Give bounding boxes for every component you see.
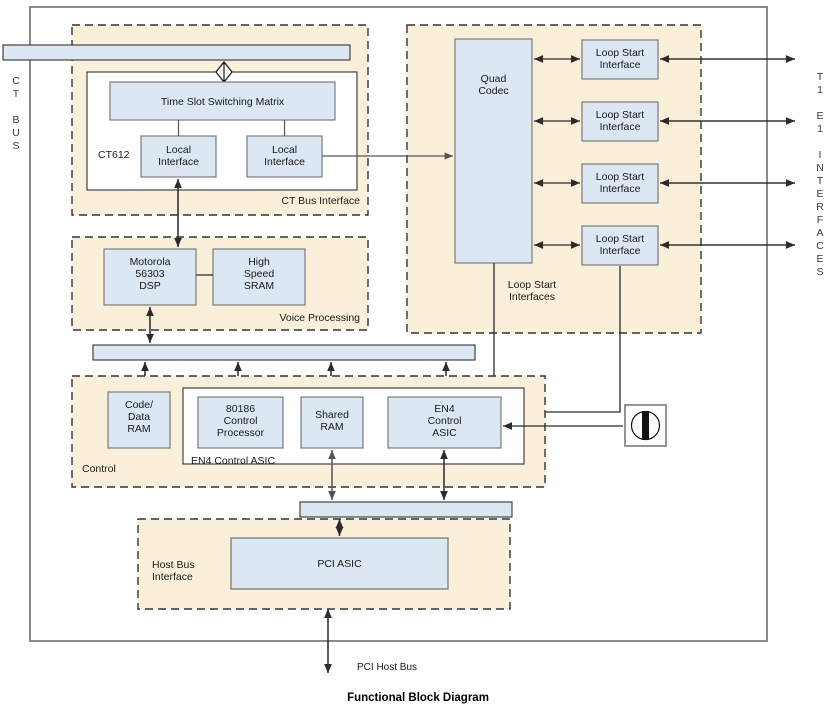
link-loop-start-4-to-en4 — [512, 266, 621, 416]
svg-text:I: I — [819, 149, 822, 161]
block-loop-start-interface-3 — [581, 163, 659, 204]
block-code-data-ram-line2: Data — [128, 411, 150, 423]
svg-text:E: E — [816, 253, 823, 265]
block-en4-control-asic-line2: Control — [428, 415, 462, 427]
block-pci-asic — [230, 537, 449, 590]
block-shared-ram-line2: RAM — [320, 421, 343, 433]
group-control-label: Control — [82, 463, 116, 475]
links-external-t1e1 — [660, 55, 795, 249]
svg-text:A: A — [816, 227, 823, 239]
block-code-data-ram-line1: Code/ — [125, 399, 153, 411]
svg-text:B: B — [12, 114, 19, 126]
svg-text:T: T — [817, 175, 824, 187]
block-dsp-line3: DSP — [139, 280, 161, 292]
block-tssm — [109, 81, 336, 121]
block-loop-start-interface-1-line2: Interface — [600, 59, 641, 71]
block-sram-line3: SRAM — [244, 280, 274, 292]
block-en4-control-asic-line1: EN4 — [434, 403, 455, 415]
block-loop-start-interface-4 — [581, 225, 659, 266]
svg-text:T: T — [13, 88, 20, 100]
block-quad-codec-line1: Quad — [481, 73, 507, 85]
group-host-bus-interface-label-line2: Interface — [152, 571, 193, 583]
svg-text:S: S — [816, 266, 823, 278]
svg-text:F: F — [817, 214, 823, 226]
block-en4-control-asic-line3: ASIC — [432, 427, 457, 439]
block-pci-asic-label: PCI ASIC — [317, 558, 362, 570]
ct-bus-bar — [2, 44, 351, 61]
block-loop-start-interface-3-line2: Interface — [600, 183, 641, 195]
block-en4-control-asic — [387, 396, 502, 449]
block-shared-ram-line1: Shared — [315, 409, 349, 421]
block-loop-start-interface-2 — [581, 101, 659, 142]
svg-text:1: 1 — [817, 123, 823, 135]
t1-e1-interfaces-edge-label: T 1 E 1 I N T E R F A C E S — [816, 71, 824, 278]
block-control-processor-line1: 80186 — [226, 403, 255, 415]
group-loop-start-interfaces-label-line2: Interfaces — [509, 291, 555, 303]
block-control-processor-line3: Processor — [217, 427, 265, 439]
svg-text:E: E — [816, 188, 823, 200]
svg-text:C: C — [12, 75, 20, 87]
block-control-processor — [197, 396, 284, 449]
ct612-label: CT612 — [98, 149, 130, 161]
block-loop-start-interface-1 — [581, 39, 659, 80]
block-quad-codec — [454, 38, 533, 264]
svg-text:N: N — [816, 162, 824, 174]
block-code-data-ram-line3: RAM — [127, 423, 150, 435]
block-shared-ram — [300, 396, 364, 449]
block-local-interface-right-line1: Local — [272, 144, 297, 156]
block-tssm-label: Time Slot Switching Matrix — [161, 96, 285, 108]
block-quad-codec-line2: Codec — [478, 85, 508, 97]
pci-bus-bar — [299, 501, 513, 518]
svg-text:E: E — [816, 110, 823, 122]
svg-text:C: C — [816, 240, 824, 252]
block-loop-start-interface-2-line1: Loop Start — [596, 109, 645, 121]
block-dsp — [103, 248, 197, 306]
svg-text:1: 1 — [817, 84, 823, 96]
pci-host-bus-label: PCI Host Bus — [357, 662, 417, 673]
block-sram-line1: High — [248, 256, 270, 268]
block-sram-line2: Speed — [244, 268, 275, 280]
block-control-processor-line2: Control — [224, 415, 258, 427]
block-dsp-line2: 56303 — [135, 268, 164, 280]
connector-jack-icon — [624, 404, 667, 447]
block-loop-start-interface-1-line1: Loop Start — [596, 47, 645, 59]
block-loop-start-interface-3-line1: Loop Start — [596, 171, 645, 183]
board-outline — [29, 6, 768, 642]
block-loop-start-interface-4-line2: Interface — [600, 245, 641, 257]
group-host-bus-interface-label-line1: Host Bus — [152, 559, 195, 571]
block-local-interface-right-line2: Interface — [264, 156, 305, 168]
block-local-interface-left-line1: Local — [166, 144, 191, 156]
block-local-interface-left-line2: Interface — [158, 156, 199, 168]
group-ct-bus-interface-label: CT Bus Interface — [281, 195, 360, 207]
block-loop-start-interface-4-line1: Loop Start — [596, 233, 645, 245]
block-sram — [212, 248, 306, 306]
svg-text:S: S — [12, 140, 19, 152]
block-dsp-line1: Motorola — [130, 256, 171, 268]
block-loop-start-interface-2-line2: Interface — [600, 121, 641, 133]
block-code-data-ram — [107, 391, 171, 449]
svg-text:U: U — [12, 127, 20, 139]
links-codec-to-loop-start — [534, 55, 580, 249]
group-loop-start-interfaces-label-line1: Loop Start — [508, 279, 557, 291]
svg-text:T: T — [817, 71, 824, 83]
svg-text:R: R — [816, 201, 824, 213]
ct-bus-edge-label: C T B U S — [12, 75, 20, 152]
en4-control-asic-inner-label: EN4 Control ASIC — [191, 455, 275, 467]
figure-caption: Functional Block Diagram — [347, 692, 489, 704]
group-voice-processing-label: Voice Processing — [279, 312, 360, 324]
internal-bus-bar — [92, 344, 476, 361]
